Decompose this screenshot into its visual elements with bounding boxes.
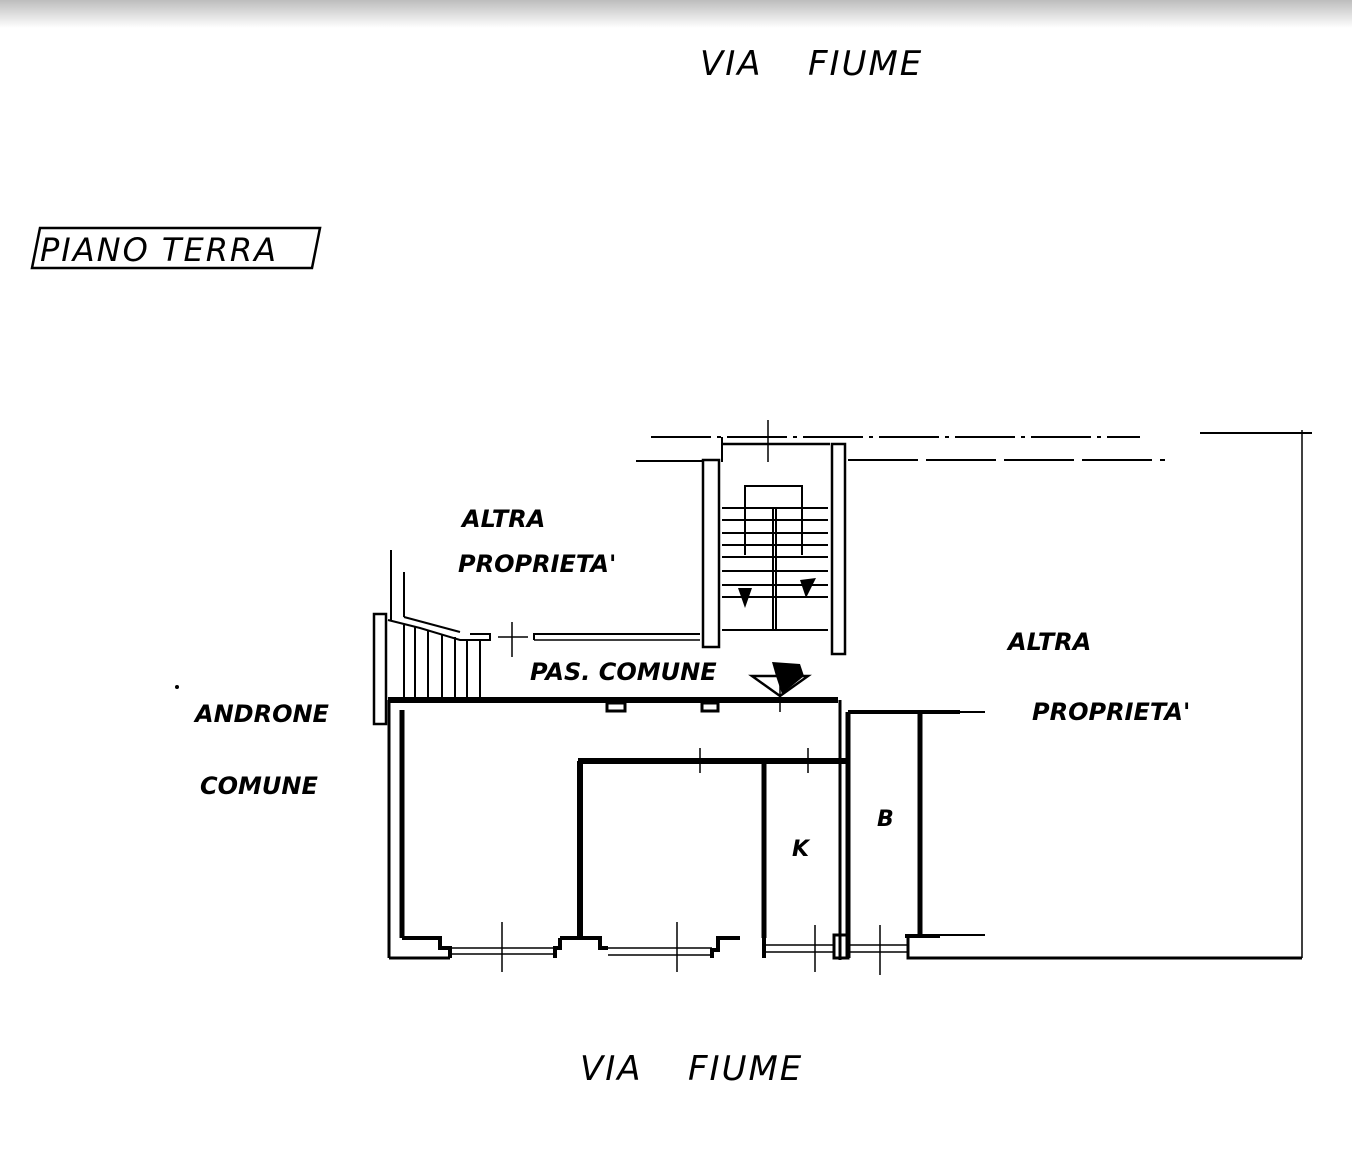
stair-up-arrow-icon	[800, 578, 816, 598]
entrance-arrow-icon	[748, 662, 812, 698]
altra-right-line2: PROPRIETA'	[1032, 698, 1190, 726]
street-bottom-fiume: FIUME	[688, 1049, 803, 1089]
street-top-fiume: FIUME	[808, 44, 923, 84]
top-shadow	[0, 0, 1352, 28]
street-top-via: VIA	[700, 44, 763, 84]
bath-label: B	[877, 807, 894, 832]
passage-label: PAS. COMUNE	[530, 658, 717, 686]
altra-right-line1: ALTRA	[1006, 628, 1091, 656]
title-frame	[30, 226, 322, 270]
mark-dot	[175, 685, 179, 689]
floor-title: PIANO TERRA	[40, 231, 278, 269]
kitchen-label: K	[792, 837, 811, 862]
altra-top-line2: PROPRIETA'	[458, 550, 616, 578]
androne-line1: ANDRONE	[193, 700, 330, 728]
stair-down-arrow-icon	[738, 588, 752, 608]
androne-line2: COMUNE	[200, 772, 318, 800]
walls	[372, 420, 1312, 975]
street-bottom-via: VIA	[580, 1049, 643, 1089]
altra-top-line1: ALTRA	[460, 505, 545, 533]
